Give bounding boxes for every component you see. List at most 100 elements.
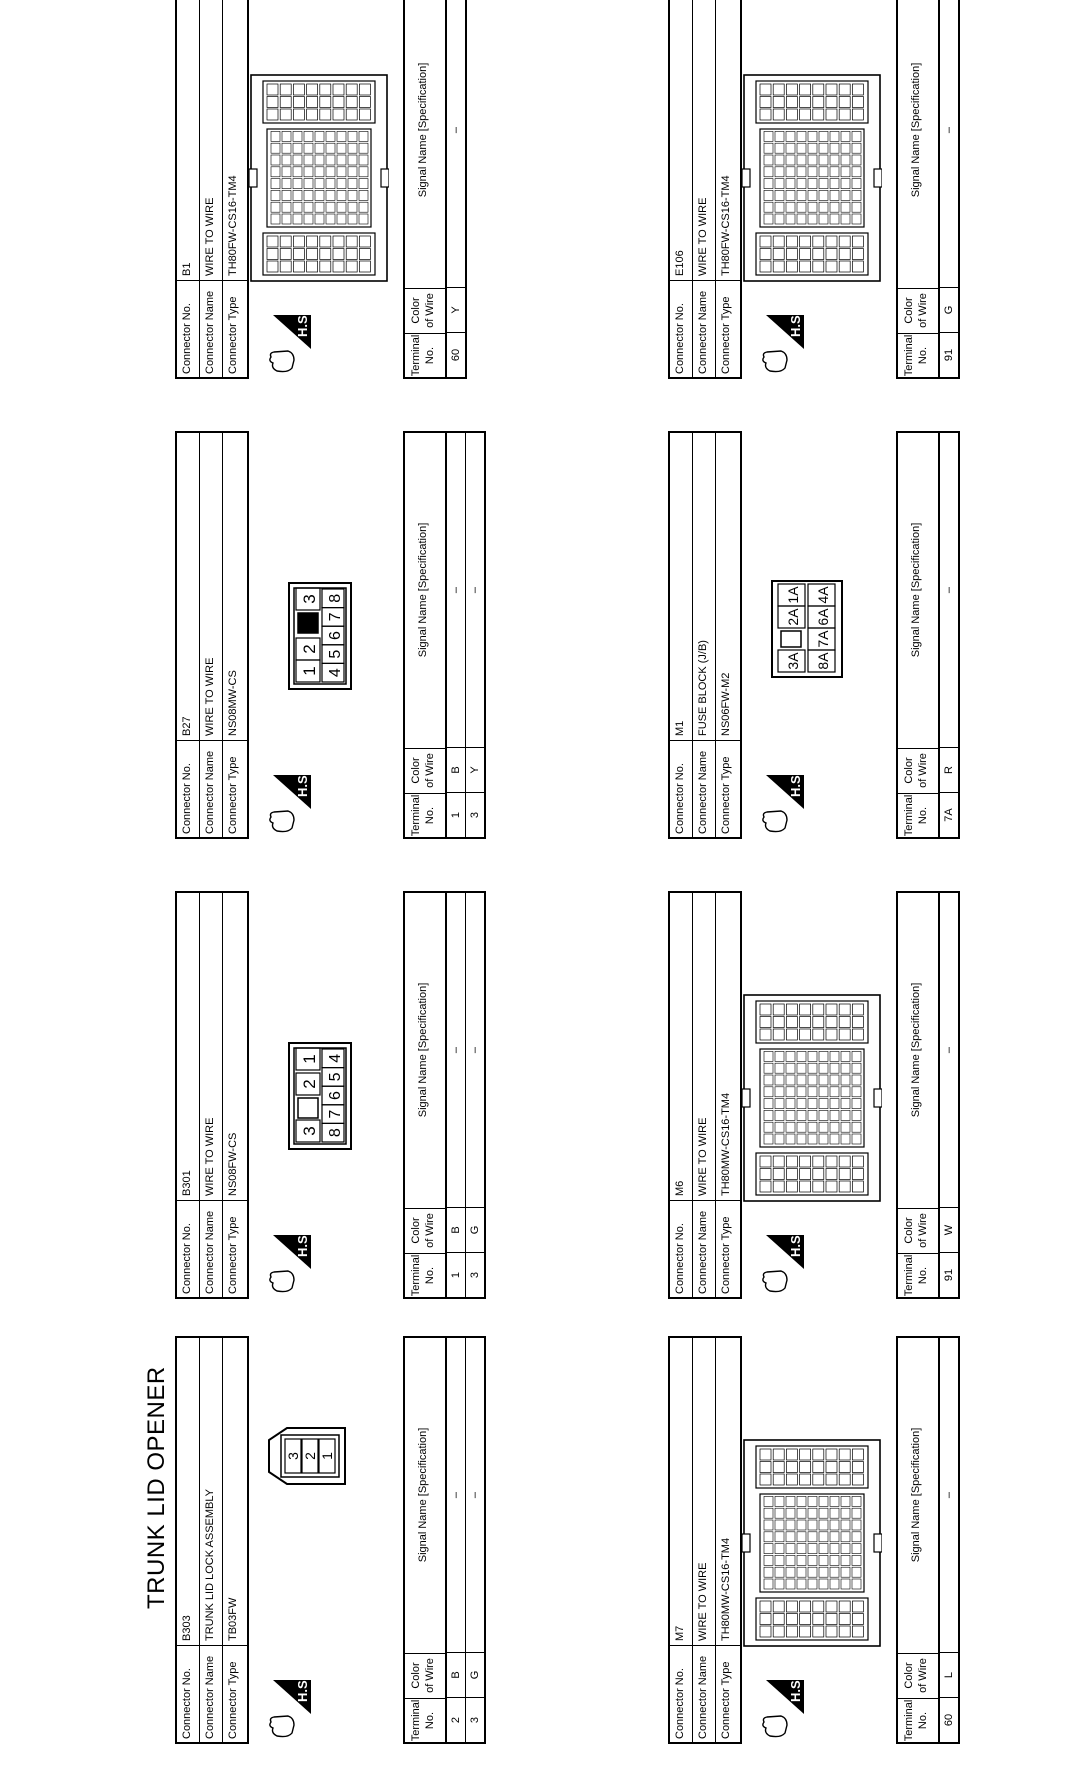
terminal-cell xyxy=(851,201,862,213)
terminal-cell xyxy=(829,1110,840,1121)
terminal-cell xyxy=(314,142,325,154)
terminal-cell xyxy=(825,1613,838,1625)
terminal-cell xyxy=(852,1003,864,1016)
terminal-cell xyxy=(825,1168,838,1180)
terminal-cell xyxy=(851,131,862,142)
terminal-cell xyxy=(851,1086,862,1098)
connector-outline xyxy=(288,582,352,690)
terminal-cell xyxy=(303,142,314,154)
terminal-cell xyxy=(347,142,358,154)
connector-no-value: M6 xyxy=(674,1180,686,1196)
terminal-cell xyxy=(319,235,332,248)
terminal-cell xyxy=(763,178,774,189)
terminal-cell xyxy=(796,1121,807,1133)
terminal-cell xyxy=(763,1133,774,1145)
terminal-header-line1: Terminal xyxy=(903,334,915,377)
terminal-cell xyxy=(292,201,303,213)
pin-label: 1 xyxy=(300,666,319,675)
terminal-cell xyxy=(812,1028,825,1041)
terminal-cell xyxy=(785,1555,796,1566)
hs-triangle xyxy=(766,775,804,809)
terminal-cell xyxy=(786,1600,798,1613)
terminal-cell xyxy=(840,1555,851,1566)
pin-label: 6 xyxy=(327,631,344,640)
terminal-cell xyxy=(807,1578,818,1590)
terminal-cell xyxy=(825,248,838,260)
terminal-cell xyxy=(785,1086,796,1098)
terminal-cell xyxy=(825,1448,838,1461)
terminal-cell xyxy=(786,1016,798,1028)
connector-outline xyxy=(743,74,881,282)
connector-name-label: Connector Name xyxy=(204,1210,216,1294)
terminal-cell xyxy=(772,1600,785,1613)
terminal-cell: 91 xyxy=(940,332,958,377)
terminal-cell xyxy=(763,1543,774,1554)
terminal-cell xyxy=(812,1003,825,1016)
terminal-cell xyxy=(852,108,864,121)
terminal-cell xyxy=(774,1531,785,1543)
pin-cell xyxy=(321,1048,345,1069)
terminal-cell xyxy=(852,235,864,248)
terminal-cell xyxy=(772,83,785,96)
terminal-cell xyxy=(852,1613,864,1625)
terminal-cell xyxy=(812,83,825,96)
connector-inner xyxy=(280,1434,340,1478)
signal-cell: – xyxy=(469,1046,481,1054)
terminal-cell xyxy=(786,1613,798,1625)
signal-header: Signal Name [Specification] xyxy=(417,522,429,658)
terminal-cell xyxy=(829,1543,840,1554)
terminal-cell xyxy=(796,1578,807,1590)
terminal-cell xyxy=(279,108,292,121)
terminal-cell xyxy=(325,154,336,166)
terminal-cell xyxy=(818,1133,829,1145)
terminal-cell xyxy=(838,1625,851,1638)
terminal-cell: 1 xyxy=(447,1252,465,1297)
key-slot xyxy=(297,1097,319,1119)
terminal-cell xyxy=(851,1543,862,1554)
terminal-cell xyxy=(759,1016,772,1028)
connector-name-value: WIRE TO WIRE xyxy=(697,1117,709,1196)
terminal-cell xyxy=(840,1578,851,1590)
terminal-cell xyxy=(772,235,785,248)
terminal-cell xyxy=(292,142,303,154)
terminal-cell xyxy=(332,83,345,96)
terminal-cell xyxy=(818,1578,829,1590)
terminal-cell xyxy=(840,1531,851,1543)
terminal-cell xyxy=(785,190,796,201)
terminal-cell xyxy=(838,1473,851,1486)
terminal-cell xyxy=(345,248,358,260)
terminal-cell xyxy=(818,154,829,166)
terminal-cell xyxy=(266,260,279,273)
terminal-cell xyxy=(292,190,303,201)
key-slot xyxy=(780,630,802,648)
hand-outline xyxy=(762,350,788,373)
terminal-cell xyxy=(772,1016,785,1028)
terminal-cell xyxy=(807,1133,818,1145)
terminal-cell xyxy=(807,201,818,213)
terminal-cell xyxy=(763,213,774,225)
terminal-cell xyxy=(840,1519,851,1531)
signal-cell: – xyxy=(469,586,481,594)
terminal-cell xyxy=(785,1519,796,1531)
terminal-cell xyxy=(807,213,818,225)
connector-type-value: NS08MW-CS xyxy=(227,670,239,736)
terminal-cell xyxy=(796,154,807,166)
hand-outline xyxy=(762,1715,788,1738)
terminal-cell xyxy=(336,131,347,142)
terminal-cell xyxy=(763,131,774,142)
terminal-cell: 91 xyxy=(940,1252,958,1297)
terminal-cell xyxy=(829,1062,840,1074)
